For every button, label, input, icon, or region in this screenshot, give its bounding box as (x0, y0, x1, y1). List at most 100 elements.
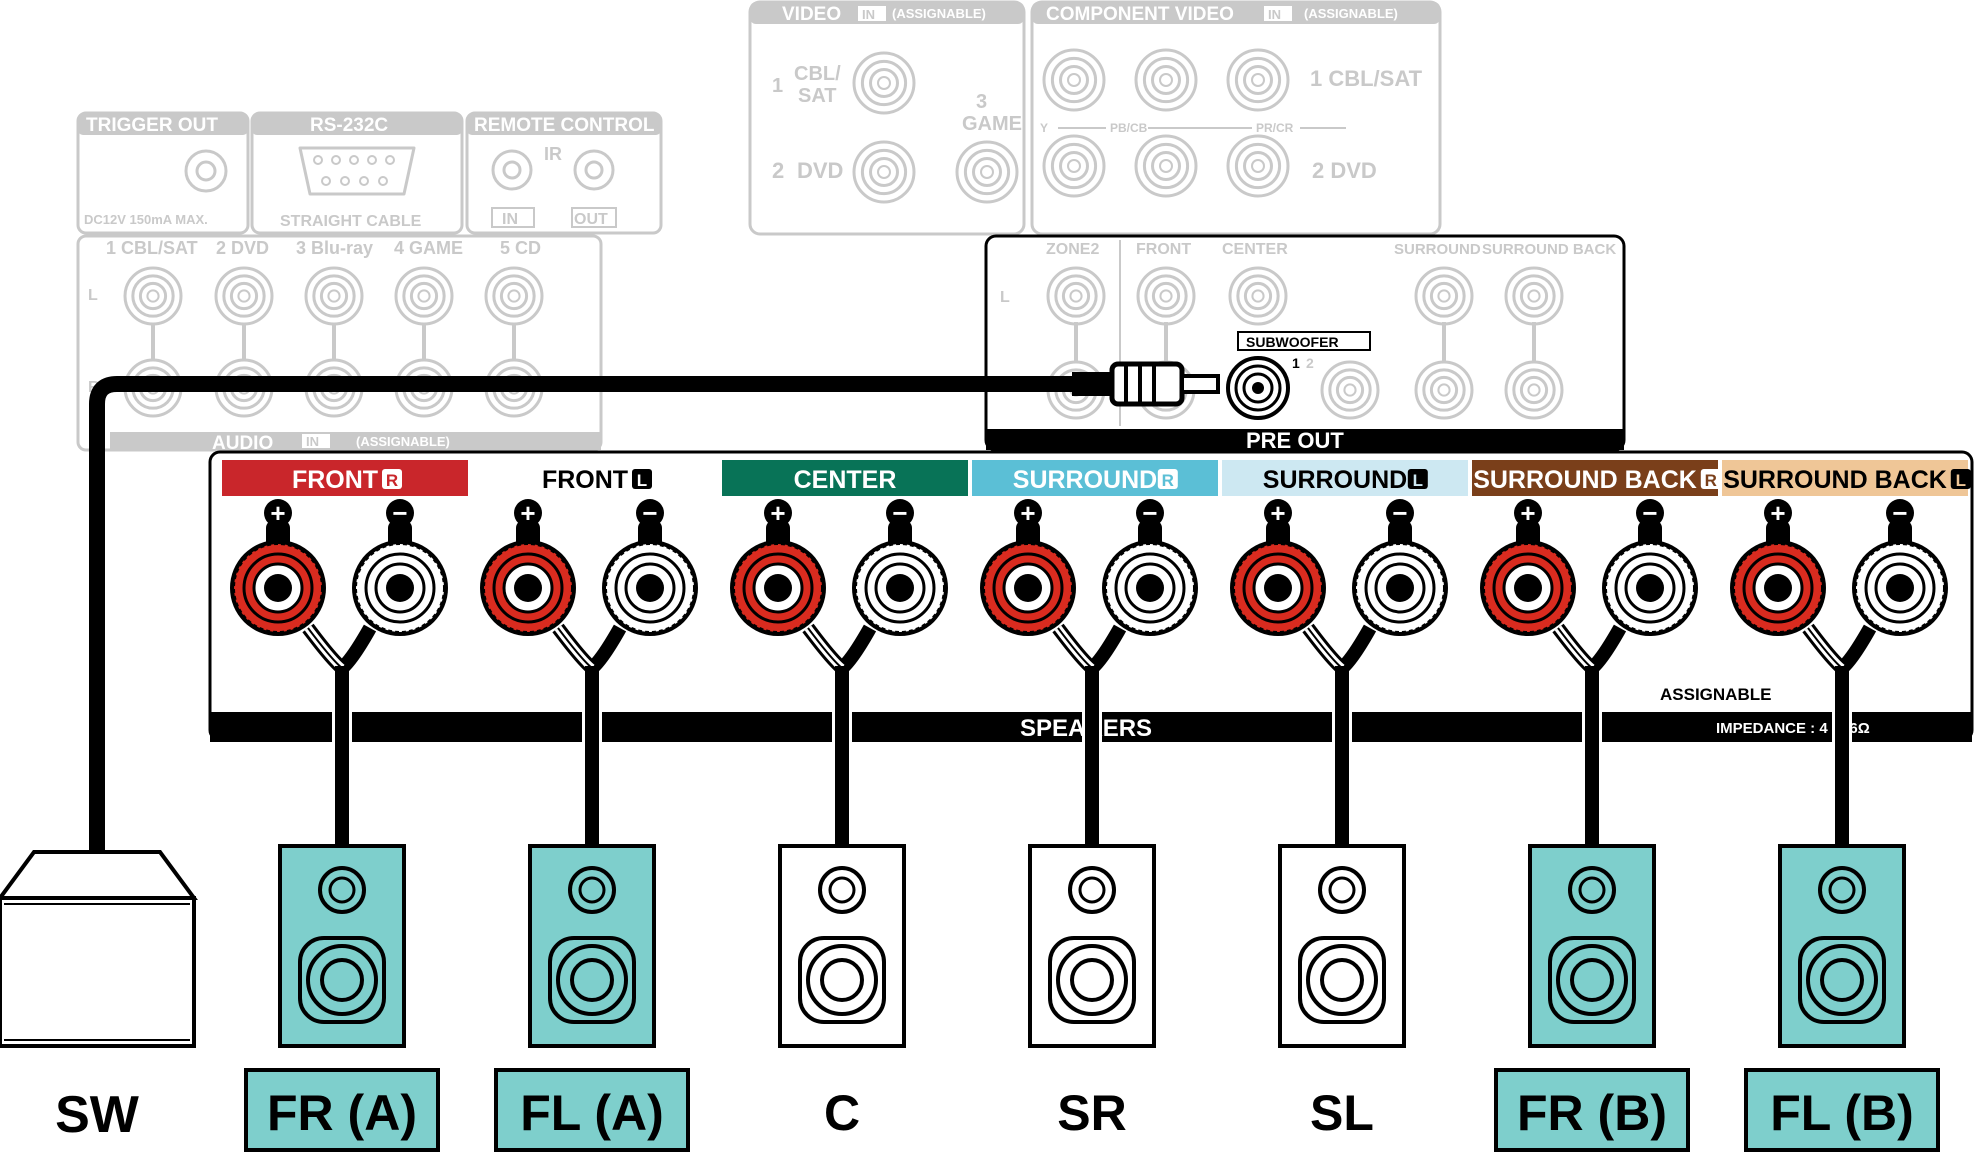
positive-terminal (480, 520, 576, 636)
preout-jack-l (1228, 266, 1288, 326)
minus-icon (1386, 499, 1414, 527)
assignable-label: ASSIGNABLE (1660, 685, 1771, 704)
channel-label: CENTER (794, 466, 897, 494)
preout-jack-r (1504, 360, 1564, 420)
woofer-icon (298, 936, 386, 1024)
plus-icon (1014, 499, 1042, 527)
component-jack-row1-1 (1042, 48, 1106, 112)
audio-input-label: 3 Blu-ray (296, 238, 373, 258)
remote-title: REMOTE CONTROL (474, 115, 655, 136)
preout-jack-l (1046, 266, 1106, 326)
minus-icon (636, 499, 664, 527)
speaker-fr-b: FR (B) (1494, 740, 1690, 1152)
plus-icon (1514, 499, 1542, 527)
tweeter-icon (818, 866, 866, 914)
preout-center-label: CENTER (1222, 241, 1288, 258)
channel-side-badge (1407, 469, 1428, 489)
component-row2-label: 2 DVD (1312, 158, 1377, 183)
component-note: (ASSIGNABLE) (1304, 6, 1398, 21)
audio-jack-l (214, 266, 274, 326)
subwoofer-label: SUBWOOFER (1246, 334, 1339, 350)
channel-header (222, 460, 468, 496)
speaker-label: SW (55, 1086, 140, 1144)
component-pb-label: PB/CB (1110, 121, 1148, 135)
speaker-label-box (494, 1068, 690, 1152)
speaker-label-box (244, 1068, 440, 1152)
rs232-panel: RS-232C STRAIGHT CABLE (250, 111, 464, 235)
preout-jack-l (1504, 266, 1564, 326)
channel-header (472, 460, 718, 496)
tweeter-icon (1068, 866, 1116, 914)
speaker-fr-a: FR (A) (244, 740, 440, 1152)
video-input-1-line2: SAT (798, 85, 837, 107)
rs232-pin (378, 176, 388, 186)
video-input-3-label: GAME (962, 113, 1022, 135)
rs232-pin (385, 155, 395, 165)
rs232-pin (340, 176, 350, 186)
audio-l-label: L (88, 287, 98, 304)
trigger-panel: TRIGGER OUT DC12V 150mA MAX. (76, 111, 250, 235)
speaker-label: FR (A) (267, 1085, 417, 1141)
preout-jack-l (1414, 266, 1474, 326)
remote-in: IN (502, 211, 518, 228)
positive-terminal (730, 520, 826, 636)
rs232-cable: STRAIGHT CABLE (280, 213, 422, 230)
minus-icon (1636, 499, 1664, 527)
speaker-label: SR (1057, 1085, 1126, 1141)
component-jack-row2-3 (1226, 134, 1290, 198)
video-jack-1 (852, 51, 916, 115)
speaker-label: C (824, 1085, 860, 1141)
channel-side-label: R (1162, 471, 1174, 490)
speaker-fl-b: FL (B) (1744, 740, 1940, 1152)
rca-plug (1072, 372, 1112, 396)
rs232-pin (331, 155, 341, 165)
plus-icon (514, 499, 542, 527)
channel-side-badge (382, 469, 402, 489)
audio-input-label: 5 CD (500, 238, 541, 258)
rs232-pin (313, 155, 323, 165)
channel-label: SURROUND BACK (1723, 466, 1947, 494)
woofer-icon (1298, 936, 1386, 1024)
preout-surround-label: SURROUND (1394, 241, 1481, 258)
negative-terminal (352, 520, 448, 636)
channel-header (1472, 460, 1718, 496)
speaker-label-box (1494, 1068, 1690, 1152)
woofer-icon (1798, 936, 1886, 1024)
audio-jack-l (304, 266, 364, 326)
channel-side-badge (632, 469, 652, 489)
audio-input-label: 1 CBL/SAT (106, 238, 198, 258)
speaker-label: FL (A) (520, 1085, 663, 1141)
remote-panel: REMOTE CONTROL IR IN OUT (465, 111, 663, 235)
component-row1-label: 1 CBL/SAT (1310, 66, 1423, 91)
channel-side-label: R (1705, 471, 1717, 490)
speaker-fl-a: FL (A) (494, 740, 690, 1152)
component-jack-row2-1 (1042, 134, 1106, 198)
audio-input-label: 4 GAME (394, 238, 463, 258)
preout-panel: PRE OUT L ZONE2 FRONT CENTER SURROUND SU… (984, 234, 1626, 453)
audio-note: (ASSIGNABLE) (356, 434, 450, 449)
video-jack-2 (852, 140, 916, 204)
remote-out: OUT (574, 211, 608, 228)
speaker-label: SL (1310, 1085, 1374, 1141)
video-input-3-num: 3 (976, 91, 987, 113)
component-pr-label: PR/CR (1256, 121, 1294, 135)
channel-label: SURROUND (1013, 466, 1157, 494)
video-title: VIDEO (782, 4, 841, 25)
preout-zone2-label: ZONE2 (1046, 241, 1099, 258)
woofer-icon (798, 936, 886, 1024)
video-panel: VIDEO IN (ASSIGNABLE) 1 CBL/ SAT 2 DVD 3… (748, 0, 1026, 236)
channel-header (1722, 460, 1968, 496)
negative-terminal (1352, 520, 1448, 636)
video-in-badge: IN (862, 7, 875, 22)
audio-jack-l (123, 266, 183, 326)
preout-surround-back-label: SURROUND BACK (1482, 241, 1616, 258)
component-jack-row1-3 (1226, 48, 1290, 112)
subwoofer-2-label: 2 (1306, 355, 1314, 371)
speaker-row: SW FR (A) FL (A) C SR SL FR (B) FL (B) (0, 740, 1940, 1152)
positive-terminal (980, 520, 1076, 636)
positive-terminal (1480, 520, 1576, 636)
plus-icon (1764, 499, 1792, 527)
preout-l-label: L (1000, 289, 1010, 306)
component-title: COMPONENT VIDEO (1046, 4, 1234, 25)
video-jack-3 (955, 140, 1019, 204)
